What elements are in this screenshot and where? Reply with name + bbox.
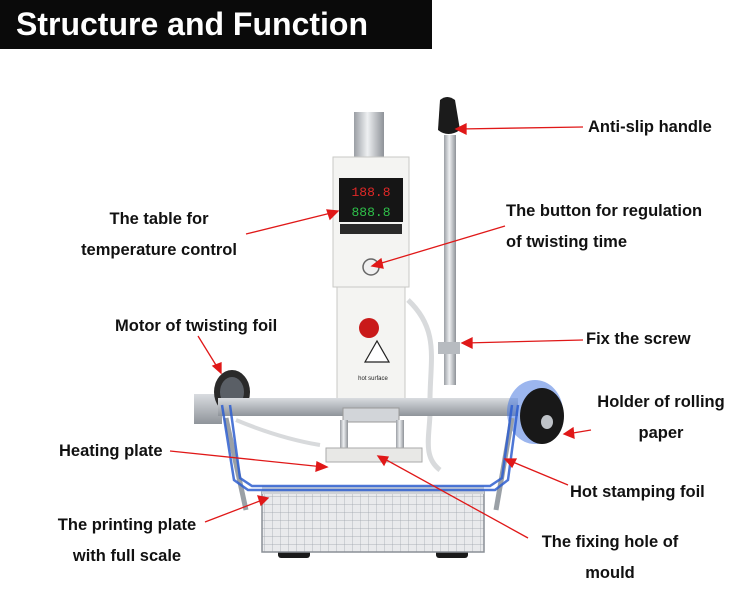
- heating-plate-shape: [325, 447, 423, 463]
- label-printing-plate: The printing plate with full scale: [57, 516, 197, 565]
- page-title: Structure and Function: [16, 6, 368, 42]
- title-bar: Structure and Function: [0, 0, 432, 49]
- label-heating-plate: Heating plate: [59, 442, 163, 460]
- foil-holder: [507, 380, 564, 444]
- label-hot-stamping-foil: Hot stamping foil: [570, 483, 705, 501]
- label-fix-screw: Fix the screw: [586, 330, 691, 348]
- column-top: [354, 112, 384, 158]
- display-top: 188.8: [351, 185, 390, 200]
- warning-badge: [359, 318, 379, 338]
- handle: [438, 97, 460, 385]
- hot-stamping-foil: [220, 404, 520, 492]
- label-regulation-button: The button for regulation of twisting ti…: [506, 202, 703, 251]
- label-motor-twisting-foil: Motor of twisting foil: [115, 317, 278, 335]
- display-bottom: 888.8: [351, 205, 390, 220]
- label-temperature-table: The table for temperature control: [81, 210, 237, 259]
- warning-triangle-icon: [363, 339, 391, 363]
- crossbar: [218, 398, 518, 416]
- label-holder-rolling-paper: Holder of rolling paper: [597, 393, 725, 442]
- printing-plate: [261, 491, 485, 553]
- label-anti-slip-handle: Anti-slip handle: [588, 118, 712, 136]
- leader-lines: [169, 122, 592, 539]
- warning-text: hot surface: [358, 376, 388, 382]
- label-fixing-hole: The fixing hole of mould: [541, 533, 679, 582]
